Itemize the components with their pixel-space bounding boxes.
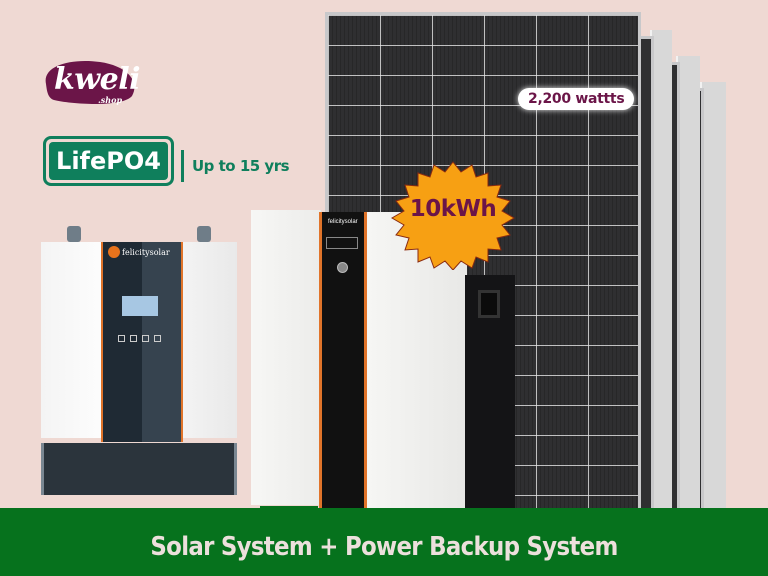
capacity-label: 10kWh: [409, 196, 497, 222]
battery-handle: [478, 290, 500, 318]
inverter-button-4[interactable]: [154, 335, 161, 342]
badge-divider: [181, 150, 184, 182]
panel-power-label: 2,200 wattts: [518, 88, 635, 110]
battery-brand: felicitysolar: [328, 219, 358, 225]
inverter-front-panel: [101, 242, 183, 442]
lifepo4-badge-frame: [43, 136, 174, 186]
lifepo4-badge: LifePO4: [49, 142, 168, 180]
inverter-button-1[interactable]: [118, 335, 125, 342]
battery-level-indicator: [326, 237, 358, 249]
inverter-mount-right: [197, 226, 211, 242]
bottom-banner: [0, 506, 768, 576]
logo-text: kweli: [54, 62, 141, 97]
inverter-button-2[interactable]: [130, 335, 137, 342]
inverter-bottom-cover: [41, 443, 237, 495]
inverter-mount-left: [67, 226, 81, 242]
battery-power-switch[interactable]: [337, 262, 348, 273]
inverter-lcd-display: [122, 296, 158, 316]
lifespan-label: Up to 15 yrs: [192, 157, 290, 175]
logo-subtext: .shop: [98, 95, 123, 105]
inverter-brand: felicitysolar: [122, 248, 170, 257]
battery-side: [465, 275, 515, 537]
capacity-starburst-icon: [388, 160, 518, 271]
battery-center-strip: [319, 212, 367, 522]
kweli-logo[interactable]: [40, 56, 140, 108]
banner-title: Solar System + Power Backup System: [150, 532, 618, 562]
inverter-button-3[interactable]: [142, 335, 149, 342]
inverter-brand-icon: [108, 246, 120, 258]
battery-left-panel: [251, 210, 321, 505]
